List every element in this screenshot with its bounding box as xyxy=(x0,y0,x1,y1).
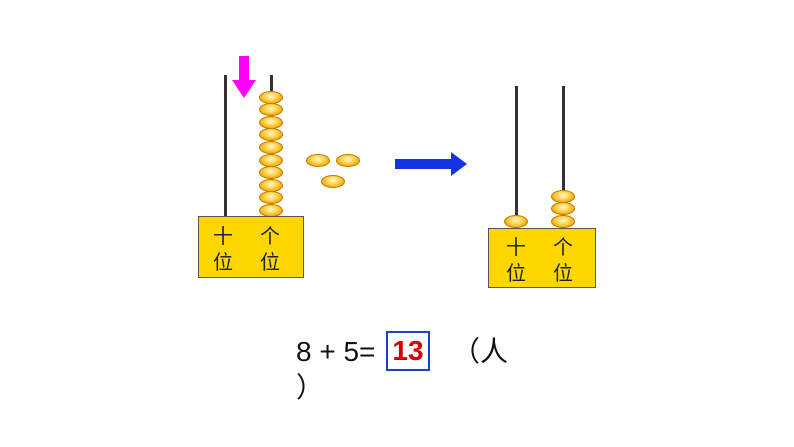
left-ones-bead xyxy=(259,153,283,167)
right-abacus-base: 十 位 个 位 xyxy=(488,228,596,288)
left-tens-label-1: 十 xyxy=(213,224,233,248)
left-ones-bead xyxy=(259,166,283,180)
right-tens-bead xyxy=(504,215,528,228)
unit-open: （人 xyxy=(452,336,509,367)
right-tens-label-2: 位 xyxy=(506,261,526,285)
left-ones-label-2: 位 xyxy=(260,250,280,274)
answer-box: 13 xyxy=(386,331,430,371)
left-abacus-base: 十 位 个 位 xyxy=(198,216,304,278)
equation-expression: 8 + 5= xyxy=(296,336,376,367)
down-arrow-icon xyxy=(232,56,256,98)
left-ones-label-1: 个 xyxy=(260,224,280,248)
right-tens-label-1: 十 xyxy=(506,235,526,259)
unit-close: ） xyxy=(296,372,325,403)
right-ones-bead xyxy=(551,189,575,203)
loose-bead xyxy=(306,154,330,167)
loose-bead xyxy=(321,175,345,188)
right-ones-bead xyxy=(551,215,575,228)
left-ones-bead xyxy=(259,178,283,192)
right-ones-label-1: 个 xyxy=(553,235,573,259)
left-ones-bead xyxy=(259,103,283,117)
left-ones-bead xyxy=(259,115,283,129)
right-ones-rod xyxy=(562,86,565,229)
loose-bead xyxy=(336,154,360,167)
left-ones-bead xyxy=(259,191,283,205)
left-ones-bead xyxy=(259,128,283,142)
answer-value: 13 xyxy=(392,335,424,366)
right-tens-rod xyxy=(515,86,518,229)
left-ones-bead xyxy=(259,90,283,104)
left-tens-rod xyxy=(224,75,227,217)
right-arrow-icon xyxy=(395,152,467,176)
left-ones-bead xyxy=(259,141,283,154)
right-ones-bead xyxy=(551,202,575,216)
left-tens-label-2: 位 xyxy=(213,250,233,274)
right-ones-label-2: 位 xyxy=(553,261,573,285)
